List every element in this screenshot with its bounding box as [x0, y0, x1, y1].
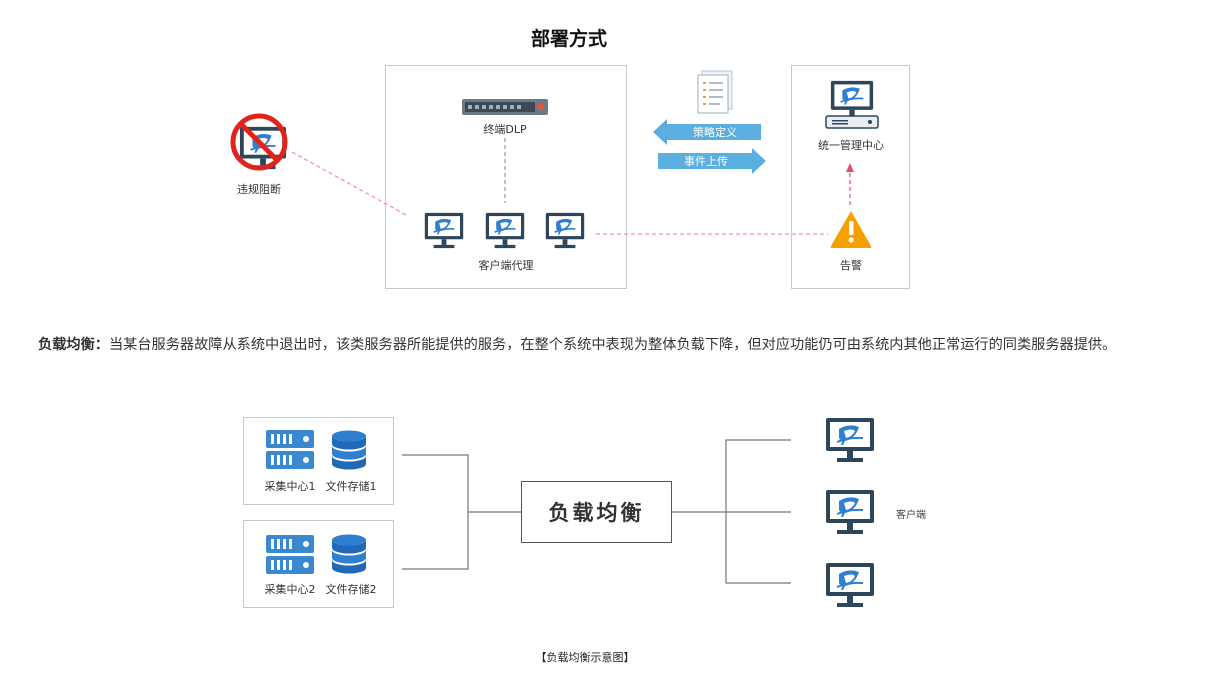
alert-icon [830, 211, 872, 248]
collect-center-2-label: 采集中心2 [264, 583, 316, 596]
event-arrow: 事件上传 [658, 148, 766, 174]
block-label: 违规阻断 [237, 183, 281, 196]
agent-monitor-icon [545, 212, 585, 249]
dlp-frame [385, 65, 627, 289]
agent-monitor-icon [424, 212, 464, 249]
file-storage-2-label: 文件存储2 [325, 583, 377, 596]
cluster-frame-1 [243, 417, 394, 505]
agent-label: 客户端代理 [478, 259, 534, 272]
deployment-connectors [291, 138, 854, 235]
event-arrow-label: 事件上传 [684, 155, 728, 168]
description-paragraph: 负载均衡：当某台服务器故障从系统中退出时，该类服务器所能提供的服务，在整个系统中… [8, 333, 1148, 358]
paragraph-term: 负载均衡： [38, 337, 109, 353]
management-center-icon [825, 80, 879, 129]
dlp-device-icon [462, 99, 548, 115]
collect-center-1-label: 采集中心1 [264, 480, 316, 493]
cluster-frame-2 [243, 520, 394, 608]
client-monitor-icon [824, 562, 876, 608]
blocked-monitor-icon [230, 113, 288, 171]
alert-label: 告警 [840, 259, 862, 272]
file-storage-1-label: 文件存储1 [325, 480, 377, 493]
agent-monitor-icon [485, 212, 525, 249]
center-label: 统一管理中心 [818, 139, 884, 152]
figure-caption: 【负载均衡示意图】 [535, 651, 635, 664]
dlp-label: 终端DLP [483, 123, 527, 136]
document-icon [697, 70, 733, 114]
policy-arrow: 策略定义 [653, 119, 761, 145]
center-frame [791, 65, 910, 289]
client-monitor-icon [824, 489, 876, 535]
client-label: 客户端 [896, 510, 926, 521]
policy-arrow-label: 策略定义 [693, 125, 737, 139]
paragraph-text: 当某台服务器故障从系统中退出时，该类服务器所能提供的服务，在整个系统中表现为整体… [108, 337, 1117, 353]
client-monitor-icon [824, 417, 876, 463]
deployment-title: 部署方式 [530, 28, 607, 50]
load-balancer-box: 负载均衡 [521, 481, 672, 543]
loadbalance-connectors [402, 439, 791, 584]
